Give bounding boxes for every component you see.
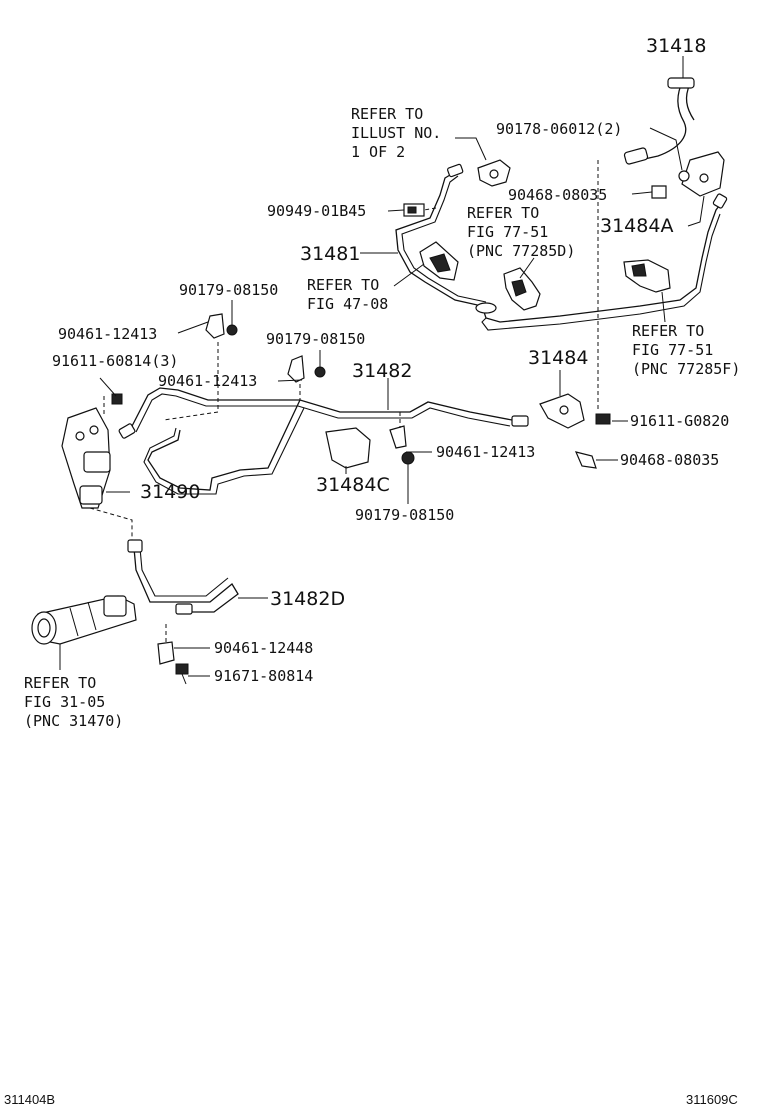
label-refer-7751f-line2: FIG 77-51	[632, 341, 713, 359]
label-refer-7751f-line1: REFER TO	[632, 322, 704, 340]
label-90468-08035-top: 90468-08035	[508, 186, 607, 204]
label-90461-12413-a: 90461-12413	[58, 325, 157, 343]
clamp-77285F	[623, 259, 671, 293]
label-90179-08150-a: 90179-08150	[179, 281, 278, 299]
label-90461-12448: 90461-12448	[214, 639, 313, 657]
nut-90179-c	[401, 451, 415, 465]
bracket-90461-c	[389, 425, 407, 449]
clamp-47-08	[419, 241, 459, 281]
label-90468-08035-right: 90468-08035	[620, 451, 719, 469]
label-90949-01B45: 90949-01B45	[267, 202, 366, 220]
pipe-31482	[129, 387, 513, 431]
clip-90468-top	[651, 185, 667, 199]
label-90178-06012: 90178-06012(2)	[496, 120, 622, 138]
label-refer-7751d-line1: REFER TO	[467, 204, 539, 222]
label-90179-08150-c: 90179-08150	[355, 506, 454, 524]
label-refer-3105-line3: (PNC 31470)	[24, 712, 123, 730]
bracket-90461-a	[205, 313, 225, 339]
clip-90468-right	[574, 451, 597, 469]
label-91671-80814: 91671-80814	[214, 667, 313, 685]
bracket-31484A	[681, 151, 725, 197]
clevis-part	[477, 159, 511, 187]
bracket-31484C	[325, 427, 371, 469]
label-31481: 31481	[300, 243, 360, 265]
label-90179-08150-b: 90179-08150	[266, 330, 365, 348]
nut-90179-b	[314, 366, 326, 378]
label-refer-4708-line2: FIG 47-08	[307, 295, 388, 313]
label-31490: 31490	[140, 481, 200, 503]
clip-90949	[403, 203, 425, 217]
bolt-91611-60814	[111, 393, 123, 405]
label-refer-3105-line1: REFER TO	[24, 674, 96, 692]
bolt-91671	[175, 663, 189, 685]
bracket-90461-d	[157, 641, 175, 665]
label-refer-illust-line2: ILLUST NO.	[351, 124, 441, 142]
bolt-91611-G0820	[595, 413, 611, 425]
label-90461-12413-b: 90461-12413	[158, 372, 257, 390]
label-refer-illust-line1: REFER TO	[351, 105, 423, 123]
release-cylinder	[31, 595, 137, 645]
label-90461-12413-c: 90461-12413	[436, 443, 535, 461]
clamp-77285D	[503, 267, 541, 311]
pipe-31482D	[133, 547, 239, 613]
footer-right-code: 311609C	[686, 1092, 738, 1107]
label-31418: 31418	[646, 35, 706, 57]
bracket-90461-b	[287, 355, 305, 383]
label-31484A: 31484A	[600, 215, 673, 237]
label-31484C: 31484C	[316, 474, 390, 496]
nut-90179-a	[226, 324, 238, 336]
label-refer-illust-line3: 1 OF 2	[351, 143, 405, 161]
bracket-31490	[61, 407, 111, 509]
hose-31418	[639, 79, 687, 161]
label-refer-4708-line1: REFER TO	[307, 276, 379, 294]
label-refer-7751f-line3: (PNC 77285F)	[632, 360, 740, 378]
label-31484: 31484	[528, 347, 588, 369]
label-91611-60814: 91611-60814(3)	[52, 352, 178, 370]
label-31482: 31482	[352, 360, 412, 382]
label-31482D: 31482D	[270, 588, 345, 610]
nut-90178	[678, 170, 690, 182]
footer-left-code: 311404B	[4, 1092, 55, 1107]
label-refer-3105-line2: FIG 31-05	[24, 693, 105, 711]
label-91611-G0820: 91611-G0820	[630, 412, 729, 430]
label-refer-7751d-line2: FIG 77-51	[467, 223, 548, 241]
label-refer-7751d-line3: (PNC 77285D)	[467, 242, 575, 260]
